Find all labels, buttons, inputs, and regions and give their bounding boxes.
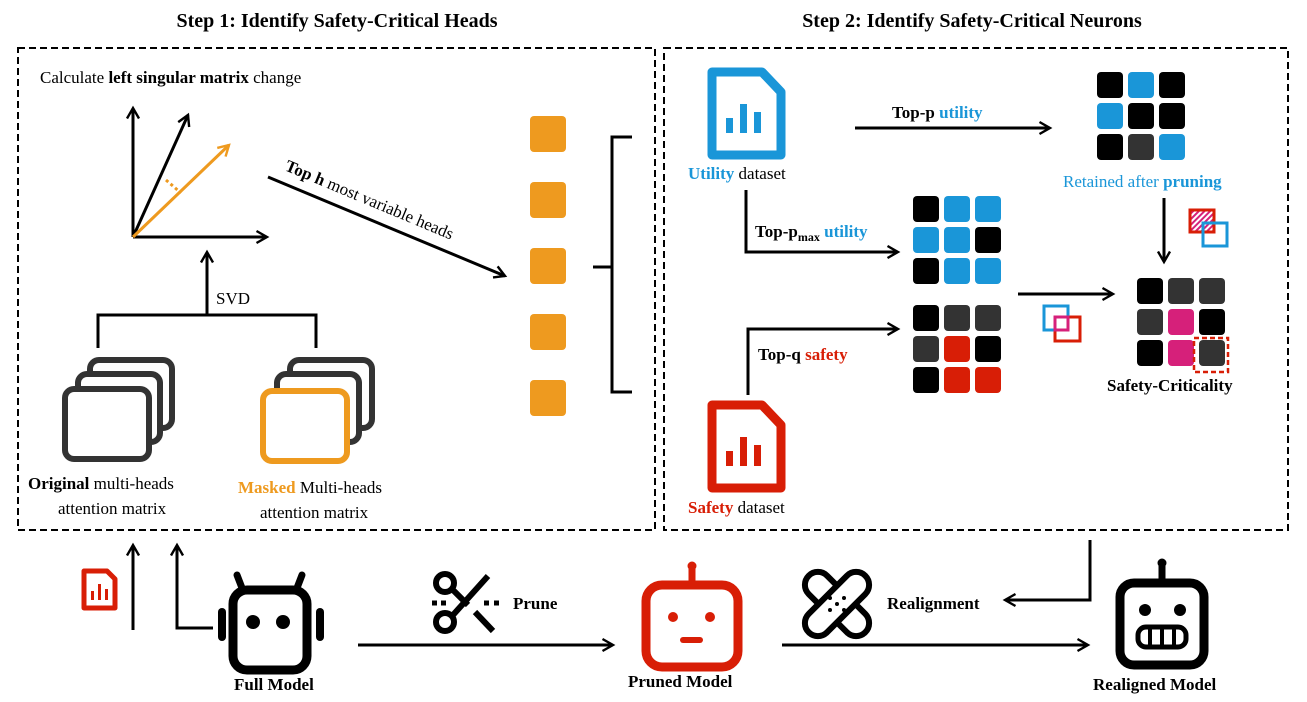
neuron-cell [1128,134,1154,160]
original-label-line2: attention matrix [58,499,167,518]
top-pmax-arrow [744,190,901,260]
top-pmax-label: Top-pmax utility [755,222,868,244]
neuron-cell [1128,103,1154,129]
scissors-icon [432,571,499,634]
neuron-cell [1097,103,1123,129]
masked-label: Masked Multi-heads [238,478,382,497]
step1-panel [17,47,656,531]
realigned-model-label: Realigned Model [1093,675,1217,694]
neuron-cell [1137,309,1163,335]
neuron-cell [944,196,970,222]
neuron-cell [913,227,939,253]
pruned-model-label: Pruned Model [628,672,733,691]
full-model-label: Full Model [234,675,314,694]
model-arrow [169,542,213,630]
utility-neurons-grid [913,196,1001,284]
top-q-label: Top-q safety [758,345,848,364]
neuron-cell [944,367,970,393]
neuron-cell [1199,278,1225,304]
step2-title: Step 2: Identify Safety-Critical Neurons [802,10,1142,32]
neuron-cell [913,305,939,331]
retained-neurons-grid [1097,72,1185,160]
original-label: Original multi-heads [28,474,174,493]
neuron-cell [1159,134,1185,160]
neuron-cell [913,258,939,284]
neuron-cell [1128,72,1154,98]
step2-panel [663,47,1289,531]
safety-dataset-icon [707,400,786,493]
realignment-label: Realignment [887,594,980,613]
bandage-icon [801,568,873,640]
original-attention-stack-icon [62,357,175,462]
neuron-cell [1159,72,1185,98]
svd-bracket [96,313,318,348]
safety-criticality-label: Safety-Criticality [1107,376,1233,395]
step1-title: Step 1: Identify Safety-Critical Heads [176,10,497,32]
neuron-cell [913,336,939,362]
set-difference-icon [1188,208,1229,248]
top-h-label: Top h most variable heads [282,156,456,243]
neuron-cell [1137,340,1163,366]
neuron-cell [975,336,1001,362]
full-model-robot-icon [218,571,324,675]
pruned-model-robot-icon [641,561,743,672]
neuron-cell [944,336,970,362]
neuron-cell [913,196,939,222]
neuron-cell [1168,278,1194,304]
top-q-arrow [746,321,901,395]
feedback-arrow [1002,540,1092,608]
masked-label-line2: attention matrix [260,503,369,522]
realigned-model-robot-icon [1115,558,1209,670]
neuron-cell [944,227,970,253]
intersection-icon [1042,304,1082,343]
attention-head-square [530,314,566,350]
safety-dataset-label: Safety dataset [688,498,785,517]
neuron-cell [975,227,1001,253]
calc-label: Calculate left singular matrix change [40,68,301,87]
neuron-cell [1097,72,1123,98]
top-p-label: Top-p utility [892,103,983,122]
attention-head-square [530,380,566,416]
attention-head-square [530,248,566,284]
critical-neuron-highlight [1192,336,1230,374]
neuron-cell [1199,309,1225,335]
neuron-cell [975,367,1001,393]
small-dataset-icon [81,568,118,611]
vector-axes [125,105,270,245]
neuron-cell [1168,340,1194,366]
neuron-cell [1199,340,1225,366]
heads-bracket [593,135,632,394]
neuron-cell [1097,134,1123,160]
top-h-arrow [267,175,508,279]
safety-critical-neurons-grid [1137,278,1225,366]
masked-attention-stack-icon [260,357,375,464]
selected-heads [530,116,566,416]
svd-label: SVD [216,289,250,308]
prune-label: Prune [513,594,558,613]
attention-head-square [530,116,566,152]
neuron-cell [1159,103,1185,129]
neuron-cell [975,305,1001,331]
attention-head-square [530,182,566,218]
neuron-cell [913,367,939,393]
neuron-cell [944,305,970,331]
retained-label: Retained after pruning [1063,172,1222,191]
utility-dataset-label: Utility dataset [688,164,786,183]
neuron-cell [944,258,970,284]
neuron-cell [975,196,1001,222]
safety-neurons-grid [913,305,1001,393]
utility-dataset-icon [707,67,786,160]
neuron-cell [975,258,1001,284]
neuron-cell [1168,309,1194,335]
neuron-cell [1137,278,1163,304]
